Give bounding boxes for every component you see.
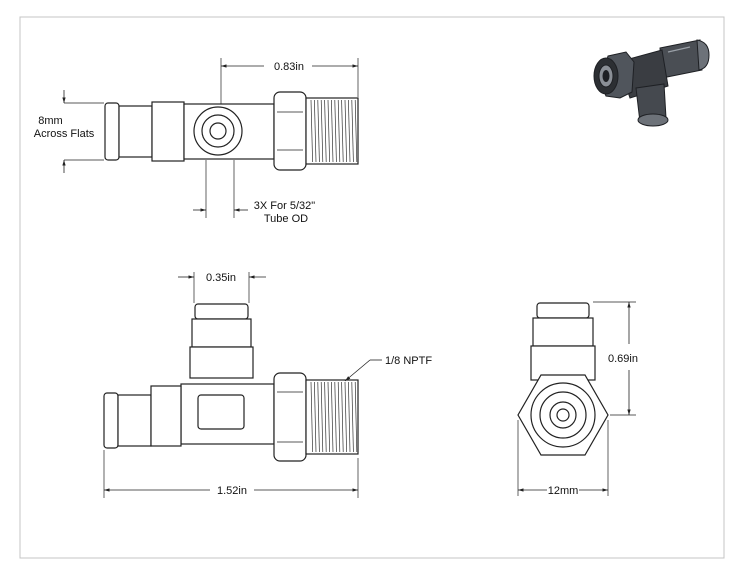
thread-line (310, 381, 313, 453)
overall-length-label: 1.52in (217, 485, 247, 497)
dim-tube-width: 0.35in (178, 272, 266, 303)
drawing-border (19, 16, 725, 559)
thread-line (334, 99, 337, 163)
thread-line (331, 381, 334, 453)
thread-line (344, 99, 347, 163)
hex-width-label: 12mm (548, 485, 579, 497)
front-view (103, 303, 359, 462)
thread-line (327, 381, 330, 453)
thread-line (324, 99, 327, 163)
thread-line (324, 381, 327, 453)
tube-width-label: 0.35in (206, 272, 236, 284)
thread-line (327, 99, 330, 163)
dim-hex-width: 12mm (517, 420, 609, 497)
top-view (104, 91, 359, 171)
thread-line (320, 99, 324, 163)
side-height-label: 0.69in (608, 353, 638, 365)
thread-line (337, 99, 341, 163)
thread-line (331, 99, 334, 163)
thread-line (348, 99, 351, 163)
thread-line (317, 381, 320, 453)
thread-line (341, 99, 344, 163)
across-flats-line-1: 8mm (38, 115, 62, 127)
isometric-render (593, 39, 710, 127)
dim-top-length: 0.83in (220, 58, 359, 104)
thread-label: 1/8 NPTF (385, 355, 432, 367)
thread-line (354, 99, 358, 163)
across-flats-label: 8mm Across Flats (34, 115, 95, 140)
thread-line (354, 381, 358, 453)
thread-line (314, 381, 317, 453)
thread-line (334, 381, 337, 453)
thread-line (341, 381, 344, 453)
dim-tube-od: 3X For 5/32" Tube OD (193, 160, 318, 225)
thread-line (344, 381, 347, 453)
tube-od-label: 3X For 5/32" Tube OD (254, 200, 318, 225)
thread-line (320, 381, 324, 453)
thread-line (310, 99, 313, 163)
thread-callout: 1/8 NPTF (344, 355, 432, 382)
across-flats-line-2: Across Flats (34, 128, 95, 140)
top-length-label: 0.83in (274, 61, 304, 73)
thread-line (351, 381, 354, 453)
side-view (517, 302, 609, 456)
thread-line (348, 381, 351, 453)
dim-side-height: 0.69in (593, 301, 638, 416)
thread-line (351, 99, 354, 163)
dim-overall-length: 1.52in (103, 450, 359, 498)
thread-line (337, 381, 341, 453)
thread-line (317, 99, 320, 163)
thread-line (314, 99, 317, 163)
dim-across-flats: 8mm Across Flats (34, 90, 104, 173)
tube-od-line-1: 3X For 5/32" (254, 200, 315, 212)
tube-od-line-2: Tube OD (264, 213, 308, 225)
